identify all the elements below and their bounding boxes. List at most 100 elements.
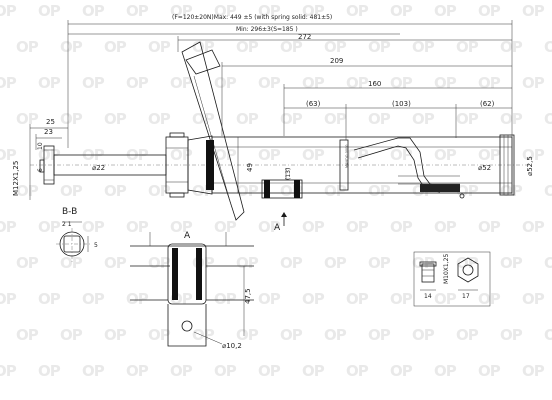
detail-a-clamp <box>167 243 207 305</box>
watermark-op: OP <box>456 110 479 128</box>
watermark-op: OP <box>368 326 391 344</box>
watermark-op: OP <box>104 110 127 128</box>
stroke-dimension-text: (F=120±20N)Max: 449 ±5 (with spring soli… <box>172 14 332 21</box>
watermark-op: OP <box>82 218 105 236</box>
watermark-op: OP <box>346 74 369 92</box>
watermark-op: OP <box>126 2 149 20</box>
watermark-op: OP <box>60 182 83 200</box>
watermark-op: OP <box>500 110 523 128</box>
watermark-op: OP <box>258 74 281 92</box>
watermark-op: OP <box>302 146 325 164</box>
watermark-op: OP <box>324 254 347 272</box>
nut-detail-frame <box>413 251 491 307</box>
watermark-op: OP <box>0 146 17 164</box>
dim-103: (103) <box>392 100 411 108</box>
watermark-op: OP <box>192 38 215 56</box>
watermark-op: OP <box>522 146 545 164</box>
section-bb-dims: 2 1 <box>62 221 72 228</box>
watermark-op: OP <box>126 290 149 308</box>
watermark-op: OP <box>214 2 237 20</box>
watermark-op: OP <box>346 146 369 164</box>
watermark-op: OP <box>390 74 413 92</box>
watermark-op: OP <box>236 38 259 56</box>
watermark-op: OP <box>16 182 39 200</box>
watermark-op: OP <box>522 74 545 92</box>
watermark-op: OP <box>82 290 105 308</box>
watermark-op: OP <box>82 362 105 380</box>
watermark-op: OP <box>258 218 281 236</box>
dim-160: 160 <box>368 80 381 88</box>
nut-detail <box>419 257 479 291</box>
watermark-op: OP <box>258 146 281 164</box>
watermark-op: OP <box>0 74 17 92</box>
thread-m10-text: M10X1,25 <box>443 254 450 284</box>
watermark-op: OP <box>434 290 457 308</box>
watermark-op: OP <box>324 182 347 200</box>
watermark-op: OP <box>0 2 17 20</box>
watermark-op: OP <box>148 254 171 272</box>
dim-dia52: ⌀52 <box>478 164 491 172</box>
watermark-op: OP <box>500 254 523 272</box>
watermark-op: OP <box>214 362 237 380</box>
watermark-op: OP <box>544 254 552 272</box>
watermark-op: OP <box>302 74 325 92</box>
watermark-op: OP <box>478 2 501 20</box>
watermark-op: OP <box>368 110 391 128</box>
watermark-op: OP <box>544 326 552 344</box>
watermark-op: OP <box>302 218 325 236</box>
watermark-op: OP <box>456 38 479 56</box>
watermark-op: OP <box>236 182 259 200</box>
watermark-op: OP <box>390 2 413 20</box>
thread-m12-text: M12X1,25 <box>12 161 20 196</box>
watermark-op: OP <box>544 38 552 56</box>
dimension-lines <box>29 20 513 226</box>
bracket-clip <box>420 184 460 192</box>
dim-25: 25 <box>46 118 55 126</box>
watermark-op: OP <box>522 218 545 236</box>
watermark-op: OP <box>346 290 369 308</box>
watermark-op: OP <box>434 2 457 20</box>
watermark-op: OP <box>302 2 325 20</box>
watermark-op: OP <box>258 2 281 20</box>
watermark-op: OP <box>258 362 281 380</box>
watermark-op: OP <box>478 290 501 308</box>
boot-section <box>261 179 303 199</box>
watermark-op: OP <box>126 362 149 380</box>
watermark-op: OP <box>60 326 83 344</box>
watermark-op: OP <box>170 146 193 164</box>
section-b-b <box>56 221 92 262</box>
watermark-op: OP <box>500 182 523 200</box>
min-dimension-text: Min: 296±3(S=185 ) <box>236 26 298 33</box>
watermark-layer: OP OP OP OP OP OP OP OP OP OP OP OP OP OP OP OP OP OP OP OP… <box>0 2 552 380</box>
body-gasket <box>206 140 214 190</box>
watermark-op: OP <box>148 182 171 200</box>
view-a-arrow-label: A <box>274 223 281 233</box>
watermark-op: OP <box>456 254 479 272</box>
watermark-op: OP <box>104 326 127 344</box>
watermark-op: OP <box>170 218 193 236</box>
watermark-op: OP <box>346 218 369 236</box>
body-stamp-text: MANDO 0000 <box>345 144 349 168</box>
watermark-op: OP <box>104 254 127 272</box>
dim-272: 272 <box>298 33 311 41</box>
dim-dia52-5: ⌀52,5 <box>526 156 534 176</box>
watermark-op: OP <box>38 362 61 380</box>
watermark-op: OP <box>302 290 325 308</box>
watermark-op: OP <box>412 326 435 344</box>
watermark-op: OP <box>500 326 523 344</box>
watermark-op: OP <box>148 326 171 344</box>
nut-side-view <box>421 263 435 283</box>
watermark-op: OP <box>192 254 215 272</box>
watermark-op: OP <box>214 146 237 164</box>
watermark-op: OP <box>280 326 303 344</box>
watermark-op: OP <box>214 290 237 308</box>
watermark-op: OP <box>368 254 391 272</box>
watermark-op: OP <box>104 182 127 200</box>
watermark-op: OP <box>170 362 193 380</box>
watermark-op: OP <box>500 38 523 56</box>
watermark-op: OP <box>60 38 83 56</box>
dim-49: 49 <box>246 163 254 172</box>
dim-62: (62) <box>480 100 495 108</box>
watermark-op: OP <box>324 326 347 344</box>
